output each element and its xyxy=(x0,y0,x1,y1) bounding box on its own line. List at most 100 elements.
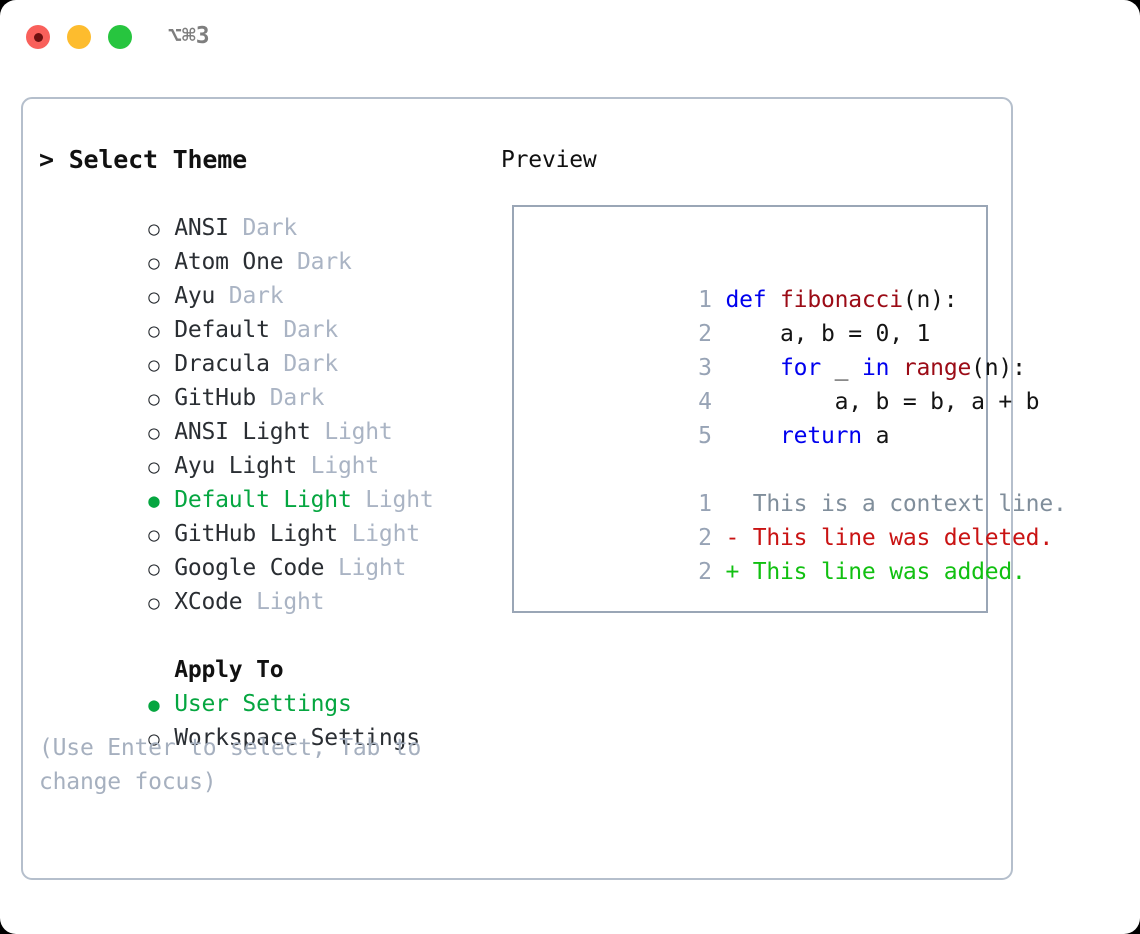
line-number: 4 xyxy=(698,389,712,415)
code-token: a xyxy=(861,423,890,449)
theme-variant-tag: Light xyxy=(351,521,420,547)
line-number: 1 xyxy=(698,491,712,517)
code-token xyxy=(889,355,903,381)
apply-to-option-user-settings[interactable]: ● User Settings xyxy=(39,653,469,717)
code-token xyxy=(725,423,780,449)
theme-option-label: GitHub xyxy=(174,385,257,411)
code-line: 1 def fibonacci(n): xyxy=(522,249,982,313)
theme-picker-panel: > Select Theme ○ ANSI Dark ○ Atom One Dark… xyxy=(21,97,1067,880)
close-button[interactable] xyxy=(26,25,50,49)
code-token: def xyxy=(725,287,781,313)
radio-icon: ○ xyxy=(148,456,160,478)
code-token: in xyxy=(861,355,890,381)
theme-option-label: Dracula xyxy=(174,351,270,377)
theme-variant-tag: Dark xyxy=(242,215,298,241)
diff-line-added: 2 + This line was added. xyxy=(522,521,1026,585)
code-token: a, b = b, a + b xyxy=(725,389,1040,415)
theme-option-label: ANSI xyxy=(174,215,229,241)
theme-option-label: Google Code xyxy=(174,555,325,581)
theme-option-label: Ayu xyxy=(174,283,216,309)
theme-variant-tag: Light xyxy=(324,419,393,445)
theme-option-label: Ayu Light xyxy=(174,453,298,479)
code-line: 5 return a xyxy=(522,385,982,449)
diff-line-deleted: 2 - This line was deleted. xyxy=(522,487,1053,551)
theme-variant-tag: Light xyxy=(310,453,379,479)
diff-sign xyxy=(725,491,752,517)
code-token xyxy=(725,355,780,381)
line-number: 3 xyxy=(698,355,712,381)
theme-option-dracula-dark[interactable]: ○ Dracula Dark xyxy=(39,313,469,377)
title-bar: ⌥⌘3 xyxy=(0,0,1140,76)
close-icon xyxy=(33,32,43,42)
code-token: fibonacci xyxy=(780,287,903,313)
line-number: 1 xyxy=(698,287,712,313)
preview-box: 1 def fibonacci(n): 2 a, b = 0, 1 3 for … xyxy=(512,205,1067,613)
code-token: (n): xyxy=(971,355,1026,381)
theme-option-ansi-dark[interactable]: ○ ANSI Dark xyxy=(39,177,469,241)
apply-to-option-label: Workspace Settings xyxy=(174,725,420,751)
theme-variant-tag: Dark xyxy=(283,317,338,343)
apply-to-heading: Apply To xyxy=(39,619,469,683)
diff-sign: + xyxy=(725,559,753,585)
theme-option-label: ANSI Light xyxy=(174,419,311,445)
theme-option-xcode-light[interactable]: ○ XCode Light xyxy=(39,551,469,615)
apply-to-title: Apply To xyxy=(174,657,284,683)
radio-icon: ○ xyxy=(148,286,160,308)
maximize-button[interactable] xyxy=(108,25,132,49)
line-number: 2 xyxy=(698,559,712,585)
radio-icon: ○ xyxy=(148,320,160,342)
diff-text: This line was deleted. xyxy=(752,525,1053,551)
code-token: _ xyxy=(820,355,862,381)
line-number: 2 xyxy=(698,321,712,347)
theme-option-ayu-light[interactable]: ○ Ayu Light Light xyxy=(39,415,469,479)
theme-option-label: Atom One xyxy=(174,249,284,275)
minimize-button[interactable] xyxy=(67,25,91,49)
theme-option-google-code-light[interactable]: ○ Google Code Light xyxy=(39,517,469,581)
theme-option-github-dark[interactable]: ○ GitHub Dark xyxy=(39,347,469,411)
theme-option-github-light[interactable]: ○ GitHub Light Light xyxy=(39,483,469,547)
radio-icon: ○ xyxy=(148,388,160,410)
preview-column: Preview 1 def fibonacci(n): 2 a, b = 0, … xyxy=(501,143,1067,613)
theme-option-ayu-dark[interactable]: ○ Ayu Dark xyxy=(39,245,469,309)
diff-line-context: 1 This is a context line. xyxy=(522,453,1067,517)
line-number: 2 xyxy=(698,525,712,551)
radio-icon: ○ xyxy=(148,558,160,580)
theme-variant-tag: Dark xyxy=(283,351,338,377)
theme-list-column: > Select Theme ○ ANSI Dark ○ Atom One Dark… xyxy=(39,143,469,799)
radio-icon: ○ xyxy=(148,354,160,376)
window-controls xyxy=(26,25,132,49)
radio-icon: ○ xyxy=(148,728,160,750)
radio-icon: ○ xyxy=(148,422,160,444)
theme-option-label: GitHub Light xyxy=(174,521,338,547)
diff-text: This is a context line. xyxy=(752,491,1067,517)
apply-to-option-label: User Settings xyxy=(174,691,352,717)
code-line: 4 a, b = b, a + b xyxy=(522,351,1039,415)
keyboard-hint-text: (Use Enter to select, Tab to change focu… xyxy=(39,735,422,795)
theme-option-atom-one-dark[interactable]: ○ Atom One Dark xyxy=(39,211,469,275)
code-token: a, b = 0, 1 xyxy=(725,321,931,347)
theme-option-ansi-light[interactable]: ○ ANSI Light Light xyxy=(39,381,469,445)
radio-icon: ○ xyxy=(148,218,160,240)
theme-option-label: Default Light xyxy=(174,487,352,513)
diff-sign: - xyxy=(725,525,753,551)
line-number: 5 xyxy=(698,423,712,449)
radio-icon: ○ xyxy=(148,524,160,546)
apply-to-option-workspace-settings[interactable]: ○ Workspace Settings xyxy=(39,687,469,751)
code-sample: 1 def fibonacci(n): 2 a, b = 0, 1 3 for … xyxy=(522,249,1067,585)
radio-selected-icon: ● xyxy=(148,694,160,716)
select-theme-heading: > Select Theme xyxy=(39,145,247,174)
code-token: return xyxy=(780,423,862,449)
theme-option-default-light[interactable]: ●Default Light Light xyxy=(39,449,469,513)
theme-variant-tag: Light xyxy=(256,589,325,615)
theme-variant-tag: Dark xyxy=(228,283,284,309)
code-line: 2 a, b = 0, 1 xyxy=(522,283,982,347)
theme-variant-tag: Light xyxy=(337,555,407,581)
code-token: for xyxy=(780,355,821,381)
theme-option-label: XCode xyxy=(174,589,243,615)
theme-variant-tag: Light xyxy=(365,487,434,513)
radio-icon: ○ xyxy=(148,252,160,274)
keyboard-shortcut-label: ⌥⌘3 xyxy=(168,23,210,49)
theme-option-default-dark[interactable]: ○Default Dark xyxy=(39,279,469,343)
radio-icon: ○ xyxy=(148,592,160,614)
